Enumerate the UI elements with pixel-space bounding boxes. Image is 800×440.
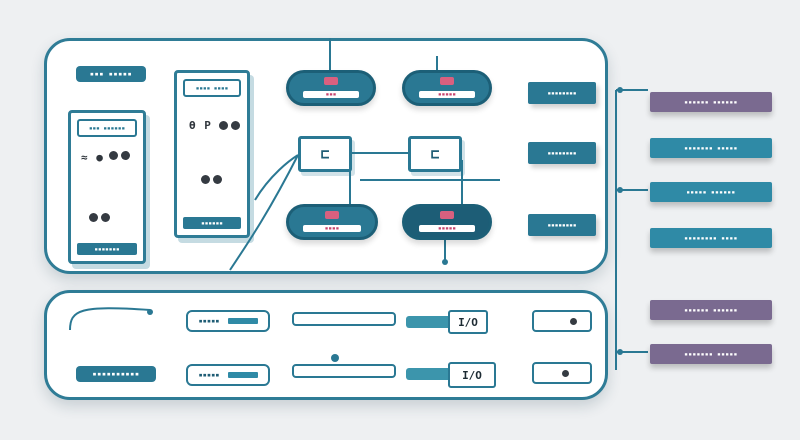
oval-node-3-bar: ▪▪▪▪ [303,225,361,232]
card-left-foot: ▪▪▪▪▪▪▪ [77,243,137,255]
side-tag-1: ▪▪▪▪▪▪ ▪▪▪▪▪▪ [650,92,772,112]
bottom-row-2-fill [406,368,452,380]
bottom-row-2-box [532,362,592,384]
gear-icon [219,121,240,130]
bottom-row-2-text: ▪▪▪▪▪ [198,371,220,379]
right-block-1: ▪▪▪▪▪▪▪▪ [528,82,596,104]
bottom-row-1-field: ▪▪▪▪▪ [186,310,270,332]
bottom-row-1-label: I/O [448,310,488,334]
bottom-row-2-line [292,364,396,378]
card-middle-glyphs: Ɵ P [189,119,212,132]
bottom-row-1-fill [406,316,452,328]
oval-node-1-bar: ▪▪▪ [303,91,359,98]
user-icon [325,211,339,219]
side-tag-2: ▪▪▪▪▪▪▪ ▪▪▪▪▪ [650,138,772,158]
bottom-panel [44,290,608,400]
junction-dot [617,187,623,193]
bottom-row-2-chip [227,372,258,378]
card-left-tab: ▪▪▪ ▪▪▪▪▪▪ [77,119,137,137]
bottom-row-1-line [292,312,396,326]
card-middle-foot: ▪▪▪▪▪▪ [183,217,241,229]
junction-dot [617,87,623,93]
oval-node-2: ▪▪▪▪▪ [402,70,492,106]
bottom-row-1-dot [570,318,577,325]
card-middle: ▪▪▪▪ ▪▪▪▪ Ɵ P ▪▪▪▪▪▪ [174,70,250,238]
user-icon [324,77,338,85]
user-icon [440,211,454,219]
bottom-row-2-dot [562,370,569,377]
user-icon [440,77,454,85]
oval-node-4-bar: ▪▪▪▪▪ [419,225,475,232]
card-icon [89,213,110,222]
oval-node-2-bar: ▪▪▪▪▪ [419,91,475,98]
card-left-dots [109,151,130,160]
side-tag-4: ▪▪▪▪▪▪▪▪ ▪▪▪▪ [650,228,772,248]
card-middle-dots [201,175,222,184]
oval-node-4: ▪▪▪▪▪ [402,204,492,240]
bottom-row-2-field: ▪▪▪▪▪ [186,364,270,386]
card-left: ▪▪▪ ▪▪▪▪▪▪ ≈ ● ▪▪▪▪▪▪▪ [68,110,146,264]
oval-node-3: ▪▪▪▪ [286,204,378,240]
side-tag-5: ▪▪▪▪▪▪ ▪▪▪▪▪▪ [650,300,772,320]
process-box-1: ⊏ [298,136,352,172]
oval-node-1: ▪▪▪ [286,70,376,106]
card-left-glyphs: ≈ ● [81,151,104,164]
bottom-row-2-label: I/O [448,362,496,388]
card-middle-tab: ▪▪▪▪ ▪▪▪▪ [183,79,241,97]
bottom-footer-pill: ▪▪▪▪▪▪▪▪▪▪ [76,366,156,382]
right-block-2: ▪▪▪▪▪▪▪▪ [528,142,596,164]
bottom-row-1-box [532,310,592,332]
bottom-row-1-text: ▪▪▪▪▪ [198,317,220,325]
bottom-row-1-chip [227,318,258,324]
side-tag-6: ▪▪▪▪▪▪▪ ▪▪▪▪▪ [650,344,772,364]
top-header-pill: ▪▪▪ ▪▪▪▪▪ [76,66,146,82]
process-box-2: ⊏ [408,136,462,172]
side-tag-3: ▪▪▪▪▪ ▪▪▪▪▪▪ [650,182,772,202]
right-block-3: ▪▪▪▪▪▪▪▪ [528,214,596,236]
junction-dot [617,349,623,355]
